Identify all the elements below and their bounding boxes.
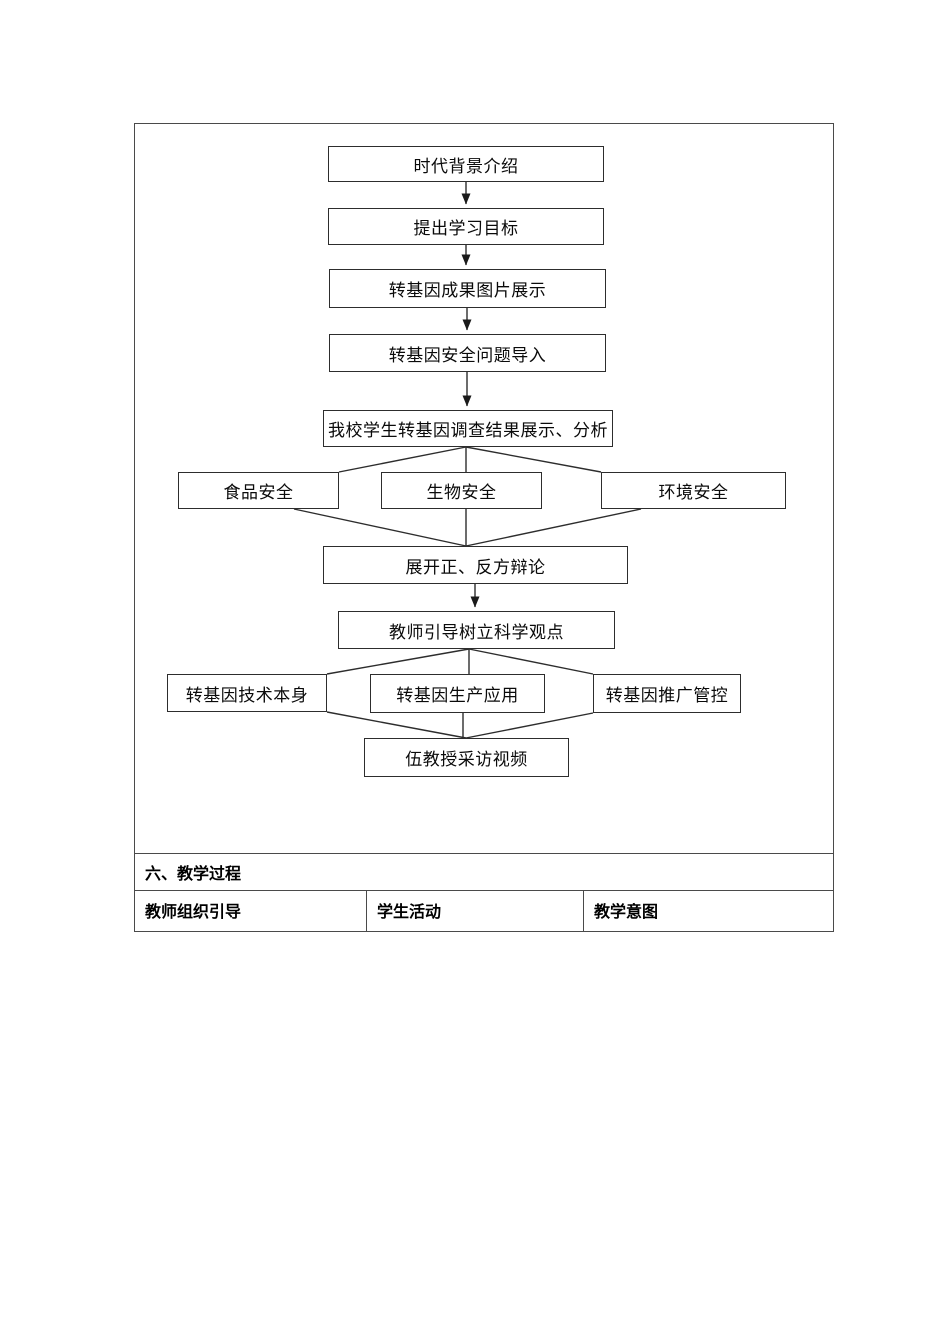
flow-node-era: 时代背景介绍: [328, 146, 604, 182]
table-header-row: 教师组织引导 学生活动 教学意图: [135, 890, 833, 931]
edge-teacher-control: [468, 648, 594, 675]
column-header-teaching-intent: 教学意图: [583, 891, 833, 931]
edge-survey-env: [465, 446, 602, 473]
flow-node-control: 转基因推广管控: [593, 674, 741, 713]
flow-node-teacher: 教师引导树立科学观点: [338, 611, 615, 649]
edge-env-debate: [465, 508, 642, 547]
flow-node-survey: 我校学生转基因调查结果展示、分析: [323, 410, 613, 447]
connector-group: [293, 182, 642, 739]
section-title: 六、教学过程: [145, 866, 242, 883]
flow-node-tech: 转基因技术本身: [167, 674, 327, 712]
flowchart-cell: 时代背景介绍 提出学习目标 转基因成果图片展示 转基因安全问题导入 我校学生转基…: [135, 124, 833, 853]
edge-tech-video: [326, 711, 467, 739]
section-title-row: 六、教学过程: [135, 853, 833, 890]
edge-teacher-tech: [326, 648, 470, 675]
edge-survey-food: [338, 446, 467, 473]
flow-node-debate: 展开正、反方辩论: [323, 546, 628, 584]
column-header-student-activity: 学生活动: [366, 891, 583, 931]
flow-node-bio: 生物安全: [381, 472, 542, 509]
flow-node-food: 食品安全: [178, 472, 339, 509]
flow-node-goal: 提出学习目标: [328, 208, 604, 245]
flow-node-env: 环境安全: [601, 472, 786, 509]
column-header-teacher-guidance: 教师组织引导: [145, 904, 242, 921]
flow-node-safety: 转基因安全问题导入: [329, 334, 606, 372]
flow-node-production: 转基因生产应用: [370, 674, 545, 713]
flow-node-achievement: 转基因成果图片展示: [329, 269, 606, 308]
flowchart-connectors: [293, 182, 642, 739]
flow-node-video: 伍教授采访视频: [364, 738, 569, 777]
lesson-plan-table: 时代背景介绍 提出学习目标 转基因成果图片展示 转基因安全问题导入 我校学生转基…: [134, 123, 834, 932]
edge-food-debate: [293, 508, 467, 547]
edge-control-video: [465, 712, 594, 739]
